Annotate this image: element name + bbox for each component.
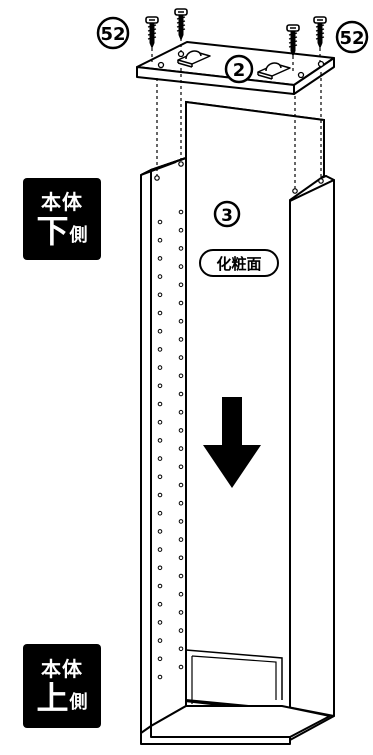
shelf-pin-hole — [178, 355, 184, 360]
shelf-pin-hole — [157, 383, 163, 389]
part-3-label: 3 — [221, 206, 233, 226]
shelf-pin-hole — [178, 464, 184, 470]
badge-body-label: 本体 — [41, 189, 83, 214]
shelf-pin-hole — [178, 337, 184, 342]
bottom-shelf — [140, 705, 331, 745]
shelf-pin-hole — [178, 628, 184, 633]
shelf-pin-holes — [157, 209, 184, 680]
shelf-pin-hole — [157, 656, 163, 662]
shelf-pin-hole — [178, 209, 184, 215]
bracket-left — [177, 50, 211, 68]
shelf-pin-hole — [157, 347, 163, 352]
shelf-pin-hole — [157, 292, 163, 298]
shelf-pin-hole — [178, 555, 184, 561]
badge-direction: 下 — [36, 211, 69, 250]
alignment-lines — [151, 32, 322, 189]
shelf-pin-hole — [157, 274, 163, 279]
orientation-badge-top-side: 本体 上 側 — [23, 644, 101, 728]
shelf-pin-hole — [157, 438, 163, 443]
shelf-pin-hole — [157, 456, 163, 461]
shelf-pin-hole — [157, 510, 163, 516]
part-52-right-label: 52 — [339, 28, 364, 49]
shelf-pin-hole — [157, 547, 163, 552]
shelf-pin-hole — [157, 583, 163, 589]
decor-face-label: 化粧面 — [216, 255, 261, 273]
shelf-pin-hole — [178, 428, 184, 433]
shelf-pin-hole — [157, 474, 163, 480]
shelf-pin-hole — [178, 519, 184, 524]
part-52-right-circle — [335, 20, 369, 54]
shelf-pin-hole — [178, 664, 184, 670]
shelf-pin-hole — [157, 620, 163, 625]
shelf-pin-hole — [157, 674, 163, 680]
part-52-left-label: 52 — [100, 24, 125, 45]
shelf-pin-hole — [178, 246, 184, 251]
shelf-pin-hole — [178, 282, 184, 288]
shelf-pin-hole — [157, 328, 163, 334]
orientation-badge-bottom-side: 本体 下 側 — [23, 178, 101, 260]
shelf-pin-hole — [178, 446, 184, 451]
badge-body-label: 本体 — [41, 656, 83, 681]
shelf-pin-hole — [178, 318, 184, 324]
shelf-pin-hole — [178, 391, 184, 397]
shelf-pin-hole — [157, 219, 163, 225]
down-arrow-icon — [203, 397, 261, 488]
shelf-pin-hole — [178, 482, 184, 488]
bracket-right — [257, 62, 291, 80]
shelf-pin-hole — [157, 565, 163, 571]
shelf-pin-hole — [157, 237, 163, 243]
shelf-pin-hole — [157, 419, 163, 425]
shelf-pin-hole — [157, 529, 163, 534]
part-3-circle — [213, 200, 241, 228]
part-52-left-circle — [96, 16, 130, 50]
shelf-pin-hole — [178, 610, 184, 615]
shelf-pin-hole — [157, 365, 163, 370]
badge-side: 側 — [69, 224, 88, 246]
part-2-label: 2 — [233, 60, 246, 81]
part-2-circle — [224, 54, 254, 84]
shelf-pin-hole — [178, 591, 184, 597]
shelf-pin-hole — [178, 573, 184, 579]
shelf-pin-hole — [178, 409, 184, 415]
badge-side: 側 — [69, 691, 88, 713]
left-side-panel — [140, 157, 187, 734]
shelf-pin-hole — [157, 638, 163, 643]
shelf-pin-hole — [157, 401, 163, 407]
shelf-pin-hole — [157, 601, 163, 607]
decor-face-pill — [199, 249, 279, 277]
badge-direction: 上 — [36, 678, 69, 717]
shelf-pin-hole — [178, 373, 184, 379]
shelf-pin-hole — [178, 227, 184, 233]
shelf-pin-hole — [157, 310, 163, 316]
shelf-pin-hole — [178, 646, 184, 652]
shelf-pin-hole — [178, 500, 184, 506]
shelf-pin-hole — [157, 256, 163, 261]
shelf-pin-hole — [178, 537, 184, 542]
shelf-pin-hole — [178, 300, 184, 306]
shelf-pin-hole — [178, 264, 184, 269]
shelf-pin-hole — [157, 492, 163, 498]
